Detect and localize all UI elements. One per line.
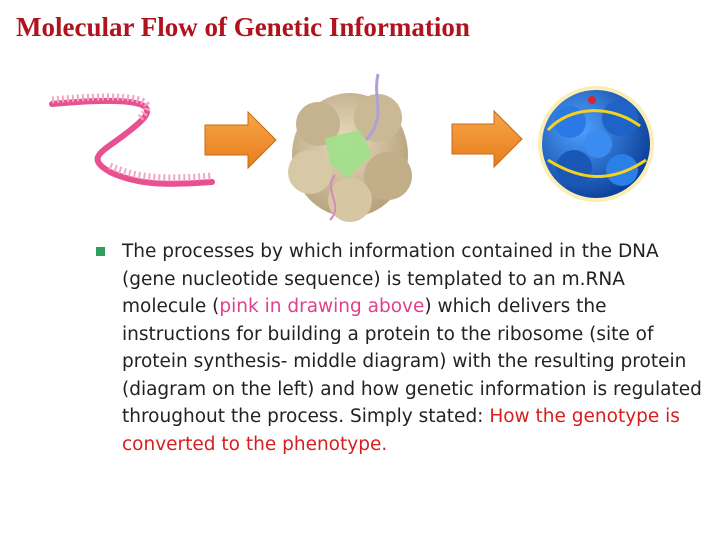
red-emphasis-text: How the genotype is converted to the phe… bbox=[122, 406, 680, 455]
bullet-text-part1: The processes by which information conta… bbox=[122, 241, 659, 317]
bullet-text: The processes by which information conta… bbox=[122, 238, 712, 458]
pink-highlight-text: pink in drawing above bbox=[219, 296, 425, 317]
mrna-strand-icon bbox=[49, 93, 215, 187]
bullet-paragraph: The processes by which information conta… bbox=[96, 238, 712, 458]
ribosome-icon bbox=[288, 73, 412, 222]
genetic-flow-figure bbox=[49, 73, 654, 222]
right-arrow-icon bbox=[204, 110, 277, 170]
protein-structure-icon bbox=[538, 86, 654, 202]
right-arrow-icon bbox=[451, 109, 523, 169]
bullet-square-icon bbox=[96, 247, 105, 256]
bullet-text-part2: ) which delivers the instructions for bu… bbox=[122, 296, 702, 427]
slide-title: Molecular Flow of Genetic Information bbox=[16, 12, 470, 42]
